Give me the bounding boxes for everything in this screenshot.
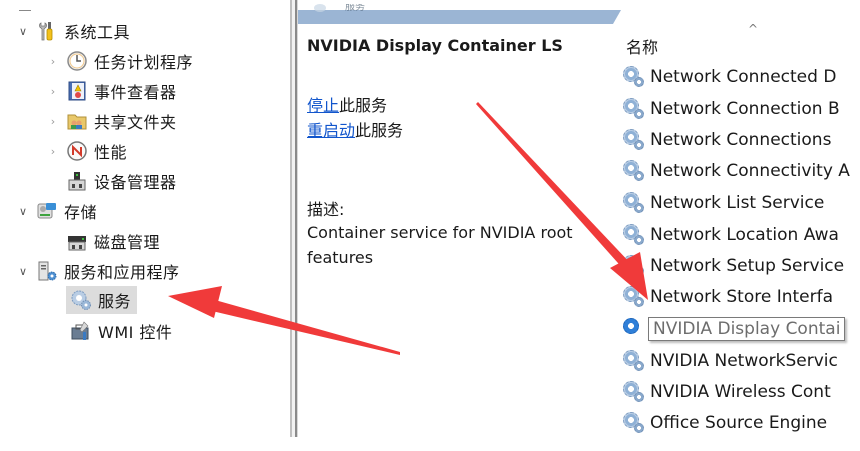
tree-item-event-viewer[interactable]: › 事件查看器 <box>46 78 177 104</box>
service-gear-icon <box>622 223 646 247</box>
service-name: NVIDIA Display Contai <box>648 317 846 341</box>
tree-item-label: 服务和应用程序 <box>64 263 180 282</box>
list-row[interactable]: Network Store Interfa <box>622 283 860 311</box>
tree-item-disk-management[interactable]: 磁盘管理 <box>60 228 160 254</box>
pane-splitter[interactable] <box>290 0 298 437</box>
service-gear-icon <box>622 191 646 215</box>
service-title: NVIDIA Display Container LS <box>307 36 563 55</box>
tree-item-label: 性能 <box>94 143 128 162</box>
extended-view-title: 服务 <box>345 4 365 12</box>
shared-folder-icon <box>66 110 88 132</box>
service-name: Network Location Awa <box>650 225 839 245</box>
console-tree: ∨ 系统工具 › 任务计划程序 › 事件查看器 › 共享文件夹 › 性能 <box>0 0 290 451</box>
service-gear-icon <box>622 128 646 152</box>
tree-item-device-manager[interactable]: 设备管理器 <box>60 168 177 194</box>
stop-service-link[interactable]: 停止 <box>307 96 340 115</box>
service-gear-icon <box>622 65 646 89</box>
sort-ascending-icon: ^ <box>748 22 759 36</box>
performance-icon <box>66 140 88 162</box>
tree-scroll-marker <box>19 10 31 11</box>
service-name: Network Connectivity A <box>650 161 850 181</box>
tree-item-performance[interactable]: › 性能 <box>46 138 127 164</box>
disk-management-icon <box>66 230 88 252</box>
restart-service-action: 重启动此服务 <box>307 117 403 141</box>
event-viewer-icon <box>66 80 88 102</box>
list-row[interactable]: NVIDIA Wireless Cont <box>622 378 860 406</box>
tree-item-services[interactable]: 服务 <box>66 286 138 314</box>
tree-item-label: 存储 <box>64 203 98 222</box>
list-row[interactable]: Network Connectivity A <box>622 157 860 185</box>
list-row[interactable]: Network Setup Service <box>622 252 860 280</box>
service-gear-icon <box>622 285 646 309</box>
services-apps-icon <box>36 260 58 282</box>
list-row[interactable]: Network Connection B <box>622 95 860 123</box>
service-gear-icon <box>622 317 646 341</box>
service-gear-icon <box>622 254 646 278</box>
chevron-right-icon[interactable]: › <box>50 144 56 158</box>
tree-item-label: 磁盘管理 <box>94 233 161 252</box>
device-manager-icon <box>66 170 88 192</box>
service-name: NVIDIA NetworkServic <box>650 351 838 371</box>
chevron-down-icon[interactable]: ∨ <box>18 264 28 278</box>
list-row[interactable]: Network Connected D <box>622 63 860 91</box>
services-gear-icon <box>70 289 92 311</box>
service-name: Network Connections <box>650 130 832 150</box>
tree-item-label: 任务计划程序 <box>94 53 194 72</box>
chevron-down-icon[interactable]: ∨ <box>18 24 28 38</box>
list-row[interactable]: NVIDIA NetworkServic <box>622 347 860 375</box>
tree-item-label: 系统工具 <box>64 23 131 42</box>
action-suffix: 此服务 <box>355 121 404 140</box>
description-label: 描述: <box>307 200 345 219</box>
list-row-selected[interactable]: NVIDIA Display Contai <box>622 315 860 343</box>
tree-item-label: 事件查看器 <box>94 83 177 102</box>
tree-item-task-scheduler[interactable]: › 任务计划程序 <box>46 48 193 74</box>
tree-item-label: 服务 <box>98 292 132 311</box>
tree-item-system-tools[interactable]: ∨ 系统工具 <box>16 18 130 44</box>
description-text: Container service for NVIDIA root featur… <box>307 223 573 267</box>
service-gear-icon <box>622 349 646 373</box>
chevron-down-icon[interactable]: ∨ <box>18 204 28 218</box>
service-gear-icon <box>622 159 646 183</box>
services-list: ^ 名称 Network Connected D Network Connect… <box>620 0 860 451</box>
service-name: Network List Service <box>650 193 825 213</box>
service-gear-icon <box>622 97 646 121</box>
service-name: NVIDIA Wireless Cont <box>650 382 831 402</box>
tree-item-storage[interactable]: ∨ 存储 <box>16 198 97 224</box>
action-suffix: 此服务 <box>339 96 388 115</box>
chevron-right-icon[interactable]: › <box>50 54 56 68</box>
service-name: Network Connection B <box>650 99 840 119</box>
service-name: Network Setup Service <box>650 256 845 276</box>
stop-service-action: 停止此服务 <box>307 92 387 116</box>
tree-item-label: 设备管理器 <box>94 173 177 192</box>
tools-icon <box>36 20 58 42</box>
list-row[interactable]: Network List Service <box>622 189 860 217</box>
tree-item-label: 共享文件夹 <box>94 113 177 132</box>
chevron-right-icon[interactable]: › <box>50 84 56 98</box>
storage-icon <box>36 200 58 222</box>
service-gear-icon <box>622 411 646 435</box>
tree-item-services-and-applications[interactable]: ∨ 服务和应用程序 <box>16 258 180 284</box>
service-details-pane: NVIDIA Display Container LS 停止此服务 重启动此服务… <box>307 0 607 451</box>
tree-item-wmi-control[interactable]: WMI 控件 <box>66 318 172 344</box>
list-row[interactable]: Network Connections <box>622 126 860 154</box>
list-row[interactable]: Network Location Awa <box>622 221 860 249</box>
column-header-name[interactable]: 名称 <box>626 38 659 57</box>
services-header-icon <box>314 4 326 12</box>
clock-icon <box>66 50 88 72</box>
restart-service-link[interactable]: 重启动 <box>307 121 356 140</box>
extended-view-header <box>298 10 621 24</box>
tree-item-shared-folders[interactable]: › 共享文件夹 <box>46 108 177 134</box>
chevron-right-icon[interactable]: › <box>50 114 56 128</box>
tree-item-label: WMI 控件 <box>98 323 173 342</box>
service-name: Office Source Engine <box>650 413 828 433</box>
service-name: Network Connected D <box>650 67 837 87</box>
list-row[interactable]: Office Source Engine <box>622 409 860 437</box>
service-gear-icon <box>622 380 646 404</box>
service-name: Network Store Interfa <box>650 287 834 307</box>
wmi-control-icon <box>70 320 92 342</box>
